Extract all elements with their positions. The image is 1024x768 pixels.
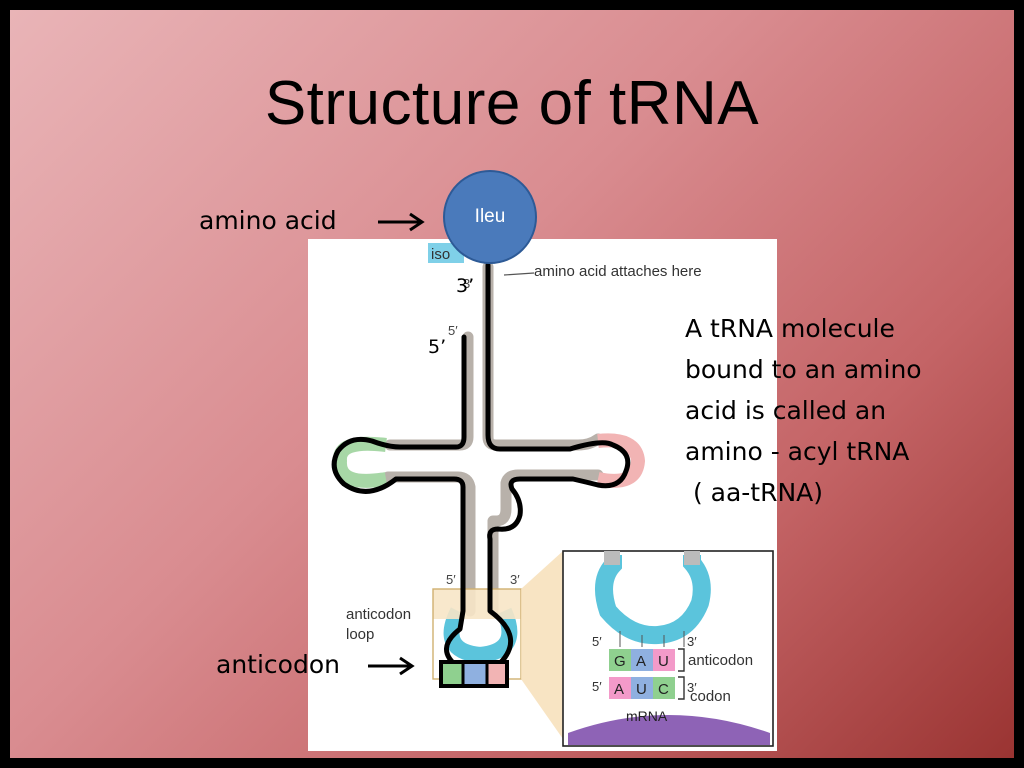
codon-base-1: A	[614, 681, 624, 698]
svg-text:5′: 5′	[592, 679, 602, 694]
description-line-2: bound to an amino	[685, 355, 922, 384]
trna-figure: iso amino acid attaches here 3′ 5′ 5′ 3′	[308, 239, 777, 751]
description-line-3: acid is called an	[685, 396, 887, 425]
svg-text:3′: 3′	[687, 680, 697, 695]
figure-5prime: 5′	[448, 323, 458, 338]
three-prime-label: 3’	[456, 275, 475, 297]
anticodon-base-1: G	[614, 653, 626, 670]
slide-title: Structure of tRNA	[264, 69, 760, 138]
slide: Structure of tRNA amino acid iso amino a…	[10, 10, 1014, 758]
inset-anticodon-label: anticodon	[688, 652, 753, 669]
anticodon-base-2: A	[636, 653, 646, 670]
anticodon-arrow-icon	[368, 656, 415, 676]
amino-acid-circle: Ileu	[443, 170, 537, 264]
attach-label: amino acid attaches here	[534, 263, 702, 280]
anticodon-loop-label-2: loop	[346, 626, 374, 643]
five-prime-label: 5’	[428, 336, 447, 358]
svg-text:5′: 5′	[592, 634, 602, 649]
description-line-1: A tRNA molecule	[685, 314, 895, 343]
inset-codon-label: codon	[690, 688, 731, 705]
codon-bases: A U C	[609, 677, 675, 699]
trna-diagram: iso amino acid attaches here 3′ 5′ 5′ 3′	[331, 243, 774, 747]
anticodon-base-3: U	[658, 653, 669, 670]
description-text: A tRNA molecule bound to an amino acid i…	[685, 308, 922, 513]
amino-acid-arrow-icon	[378, 212, 425, 232]
figure-3prime: 3′	[463, 276, 473, 291]
description-line-4: amino - acyl tRNA	[685, 437, 910, 466]
svg-text:3′: 3′	[510, 572, 520, 587]
mrna-label: mRNA	[626, 708, 668, 724]
svg-text:3′: 3′	[687, 634, 697, 649]
amino-acid-label: amino acid	[199, 206, 337, 235]
description-line-5: ( aa-tRNA)	[685, 478, 824, 507]
anticodon-bases: G A U	[609, 649, 675, 671]
svg-text:5′: 5′	[446, 572, 456, 587]
codon-base-2: U	[636, 681, 647, 698]
iso-tag-text: iso	[431, 246, 450, 263]
codon-base-3: C	[658, 681, 669, 698]
anticodon-loop-label-1: anticodon	[346, 606, 411, 623]
anticodon-label: anticodon	[216, 650, 340, 679]
